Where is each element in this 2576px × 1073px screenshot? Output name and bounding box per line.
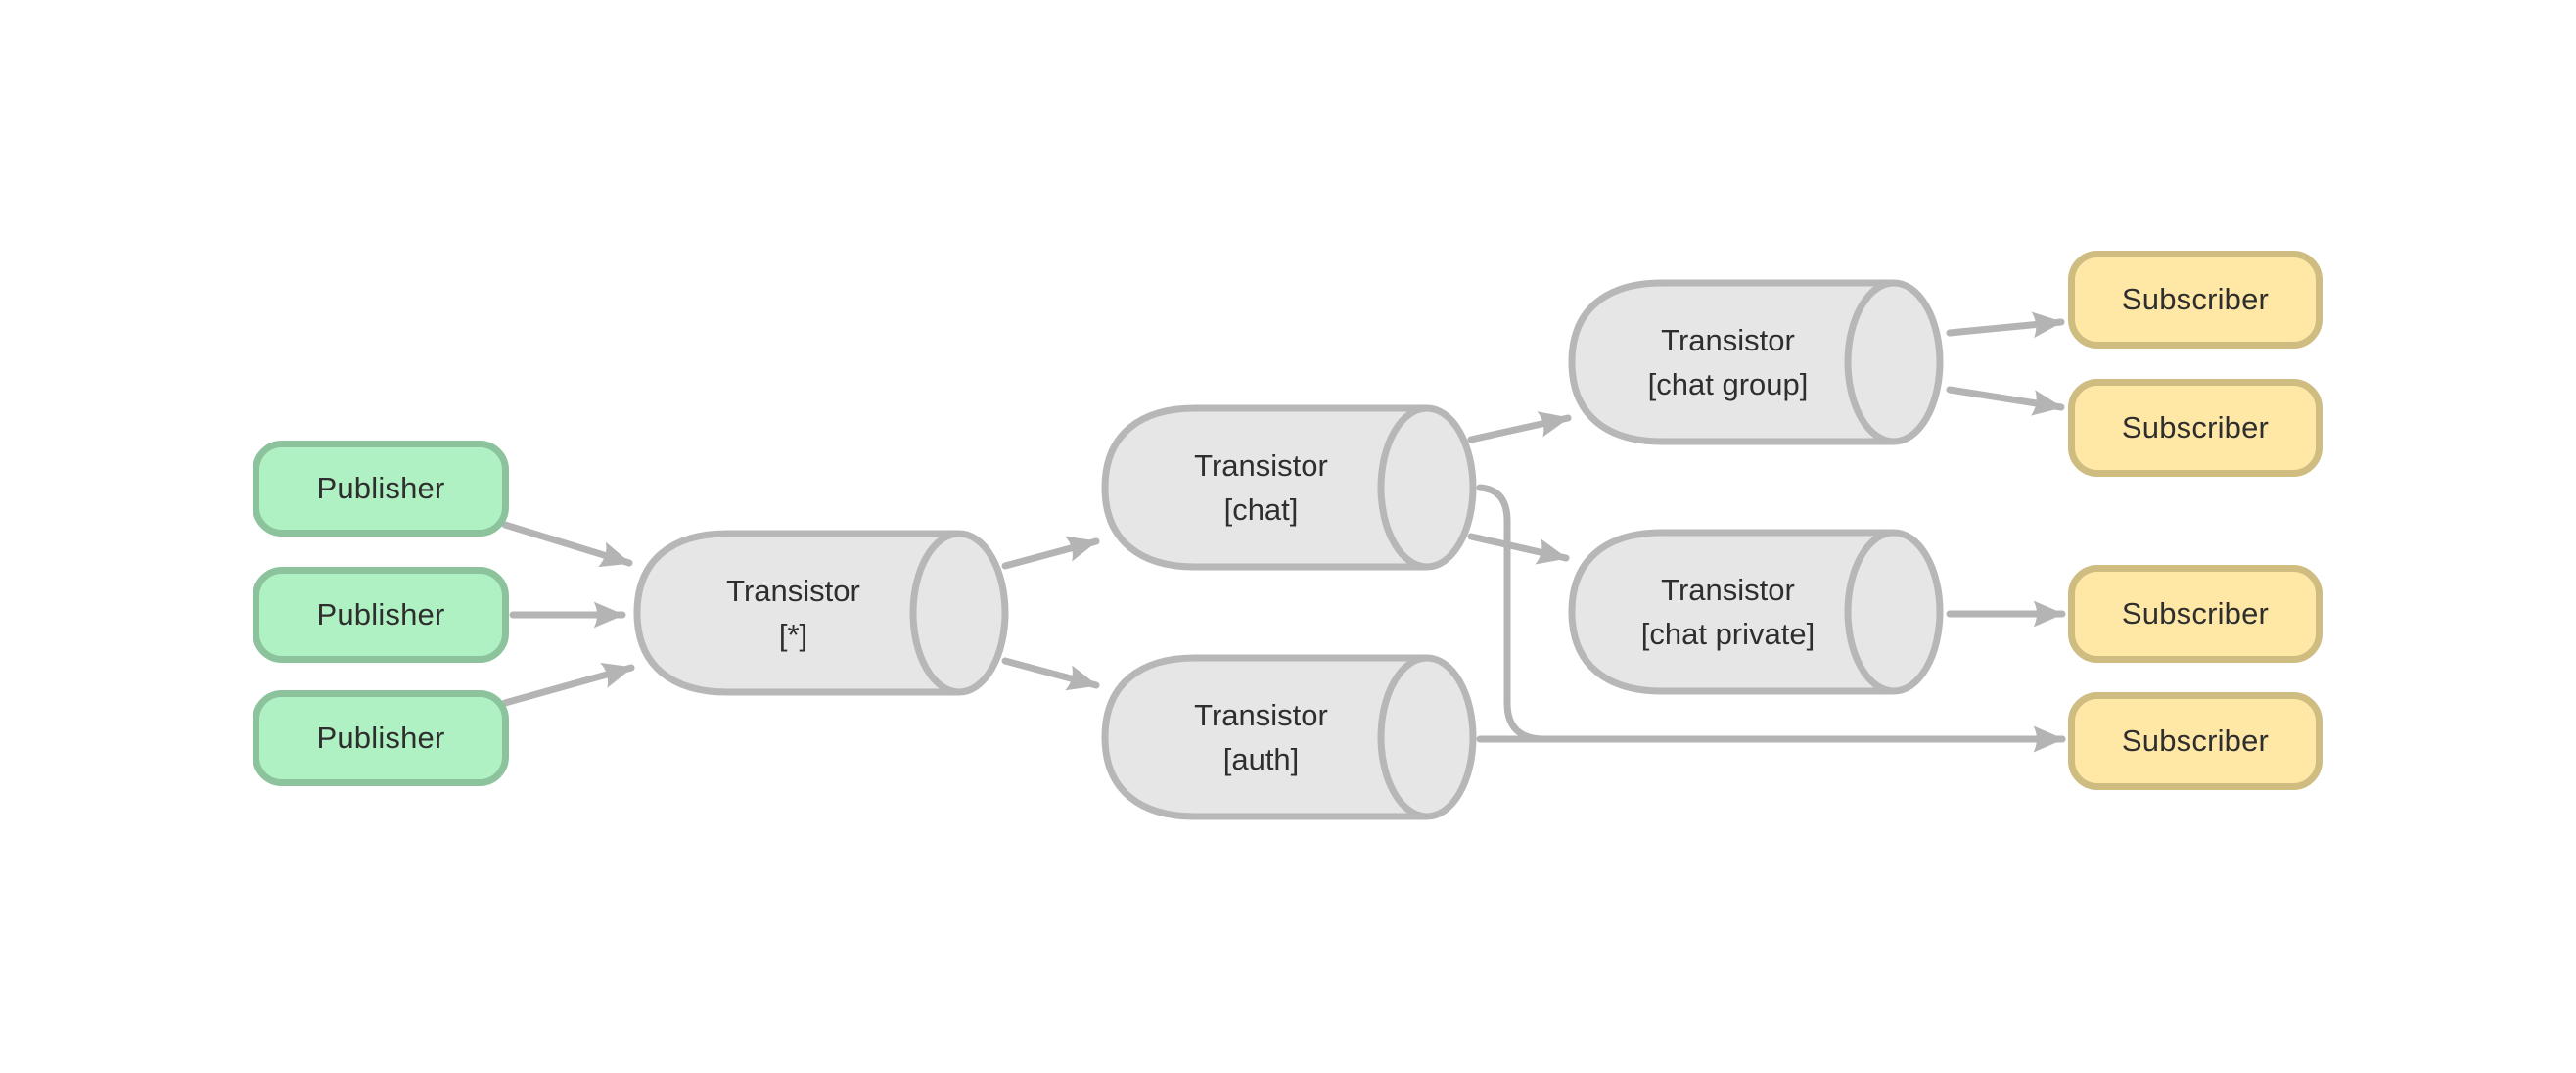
subscriber-label: Subscriber (2121, 410, 2270, 444)
edge-star-to-auth (1001, 657, 1100, 691)
queue-node-transistor-chat-group: Transistor [chat group] (1564, 279, 1946, 445)
edge-chat-to-chat-group (1467, 411, 1572, 443)
queue-node-transistor-star: Transistor [*] (629, 530, 1011, 696)
queue-subtitle: [*] (778, 618, 808, 652)
queue-node-transistor-chat: Transistor [chat] (1097, 404, 1479, 571)
queue-title: Transistor (1661, 573, 1795, 607)
publisher-label: Publisher (316, 471, 445, 505)
publisher-label: Publisher (316, 721, 445, 755)
queue-label: Transistor [chat] (1097, 404, 1425, 571)
edge-publisher1-to-star (501, 521, 633, 568)
edge-chat-group-to-subscriber2 (1946, 386, 2065, 416)
cylinder-shape (1568, 529, 1944, 695)
queue-title: Transistor (1661, 323, 1795, 357)
queue-label: Transistor [chat group] (1564, 279, 1892, 445)
edge-publisher3-to-star (501, 662, 635, 707)
edge-chat-to-chat-private (1467, 533, 1570, 565)
edge-star-to-chat (1001, 536, 1100, 570)
queue-node-transistor-auth: Transistor [auth] (1097, 654, 1479, 820)
subscriber-label: Subscriber (2121, 596, 2270, 630)
queue-label: Transistor [chat private] (1564, 529, 1892, 695)
queue-label: Transistor [auth] (1097, 654, 1425, 820)
cylinder-shape (633, 530, 1009, 696)
subscriber-node-4: Subscriber (2068, 692, 2323, 790)
queue-label: Transistor [*] (629, 530, 957, 696)
publisher-label: Publisher (316, 597, 445, 631)
subscriber-label: Subscriber (2121, 723, 2270, 758)
edge-chat-group-to-subscriber1 (1946, 311, 2065, 339)
queue-title: Transistor (726, 574, 860, 608)
subscriber-label: Subscriber (2121, 282, 2270, 316)
publisher-node-2: Publisher (253, 567, 509, 663)
subscriber-node-2: Subscriber (2068, 379, 2323, 477)
cylinder-shape (1568, 279, 1944, 445)
queue-subtitle: [chat] (1223, 492, 1299, 527)
publisher-node-1: Publisher (253, 441, 509, 536)
queue-title: Transistor (1194, 448, 1328, 483)
queue-title: Transistor (1194, 698, 1328, 732)
queue-subtitle: [chat group] (1647, 367, 1809, 401)
queue-node-transistor-chat-private: Transistor [chat private] (1564, 529, 1946, 695)
publisher-node-3: Publisher (253, 690, 509, 786)
queue-subtitle: [chat private] (1640, 617, 1816, 651)
queue-subtitle: [auth] (1222, 742, 1300, 776)
subscriber-node-3: Subscriber (2068, 565, 2323, 663)
cylinder-shape (1101, 404, 1477, 571)
cylinder-shape (1101, 654, 1477, 820)
subscriber-node-1: Subscriber (2068, 251, 2323, 349)
